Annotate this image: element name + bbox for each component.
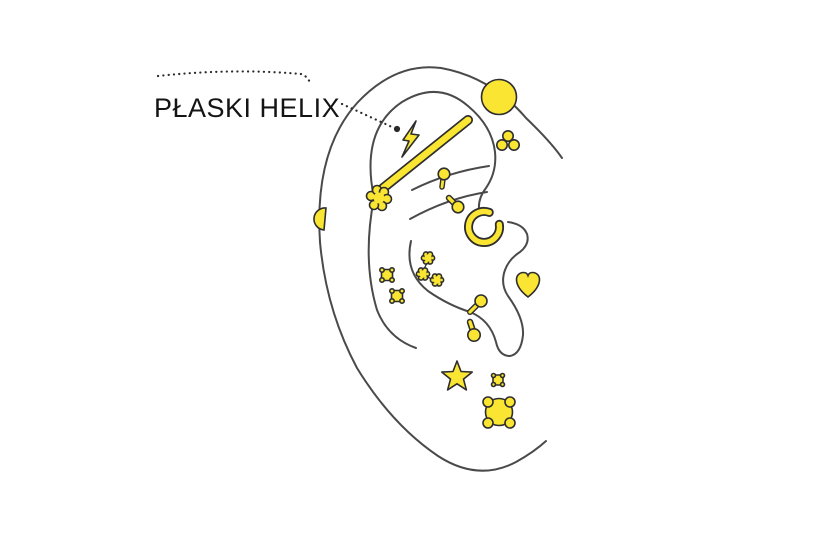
- label-dotted-leader-line: [340, 102, 394, 129]
- rook-ball-pin-icon[interactable]: [437, 167, 451, 190]
- ear-outer-contour-top: [318, 66, 563, 243]
- piercing-label: PŁASKI HELIX: [154, 93, 340, 123]
- industrial-barbell-icon[interactable]: [365, 115, 473, 212]
- label-dotted-overline: [156, 70, 312, 86]
- ear-outer-contour-lobe: [319, 241, 547, 472]
- ear-outline: [318, 66, 563, 472]
- trinity-cluster-stud-icon[interactable]: [495, 130, 520, 152]
- lightning-bolt-stud-icon[interactable]: [401, 120, 420, 158]
- ear-inner-helix-fold: [369, 90, 497, 211]
- barbell-flower-end: [365, 184, 393, 212]
- outer-rim-half-ball-icon[interactable]: [313, 207, 327, 231]
- ear-antihelix-upper-crus: [411, 165, 490, 191]
- lobe-square-gem-stud-icon[interactable]: [490, 372, 506, 388]
- flat-helix-callout: PŁASKI HELIX: [154, 70, 401, 133]
- flower-2: [415, 267, 431, 281]
- flower-1: [420, 251, 436, 265]
- lobe-pronged-gem-icon[interactable]: [482, 396, 516, 429]
- flat-helix-dot-marker[interactable]: [393, 125, 401, 133]
- ear-concha-tragus-curve: [408, 221, 529, 358]
- star-stud-icon[interactable]: [440, 360, 474, 391]
- heart-stud-icon[interactable]: [515, 271, 541, 299]
- flower-3: [429, 273, 445, 287]
- helix-ball-stud-icon[interactable]: [480, 78, 518, 116]
- tragus-angled-barbell-icon[interactable]: [466, 318, 481, 342]
- ear-inner-helix-left-branch: [367, 197, 417, 349]
- conch-ball-pin-icon[interactable]: [467, 294, 488, 315]
- daith-hoop-icon[interactable]: [464, 207, 505, 247]
- square-gem-stud-upper-icon[interactable]: [378, 266, 395, 283]
- flower-chain-stud-icon[interactable]: [415, 251, 445, 287]
- snug-angled-barbell-icon[interactable]: [445, 194, 465, 214]
- square-gem-stud-lower-icon[interactable]: [388, 287, 405, 304]
